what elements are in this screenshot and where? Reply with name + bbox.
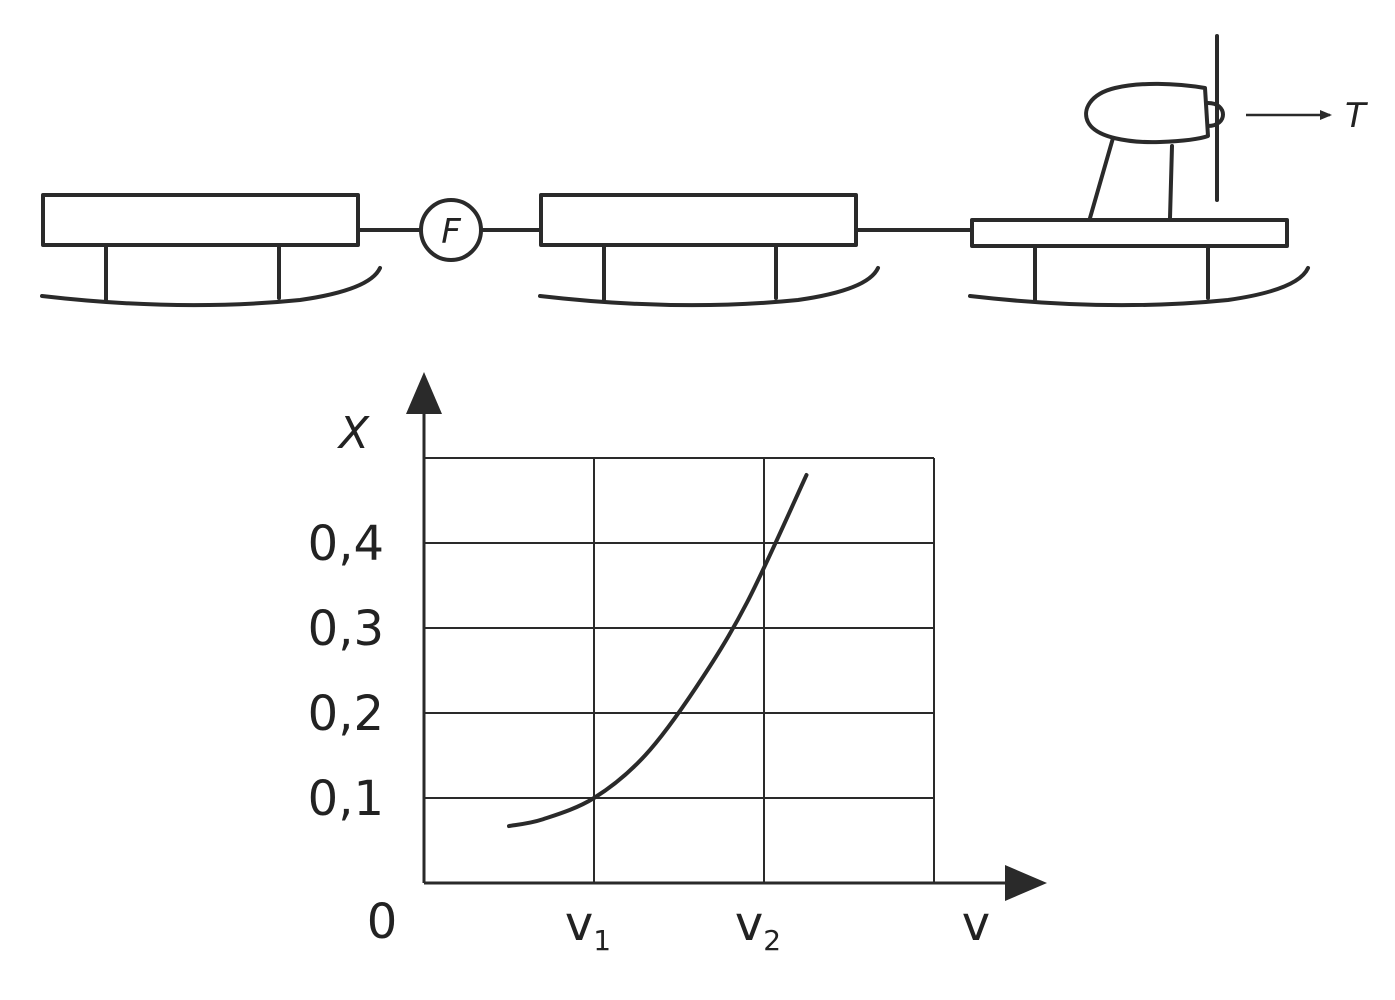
y-tick-label: 0,2 bbox=[308, 686, 384, 742]
thrust-label: T bbox=[1345, 96, 1368, 136]
car-1-runner bbox=[40, 266, 382, 308]
origin-label: 0 bbox=[367, 894, 398, 950]
y-tick-label: 0,3 bbox=[308, 601, 384, 657]
lead-vehicle-platform bbox=[970, 218, 1289, 248]
y-axis-label: X bbox=[337, 408, 370, 459]
x-axis-arrowhead bbox=[1005, 865, 1047, 901]
propeller-hub bbox=[1206, 101, 1225, 128]
x-tick-label: v2 bbox=[735, 896, 781, 957]
car-2-body bbox=[539, 193, 858, 247]
chart-series bbox=[507, 473, 809, 829]
chart-axes bbox=[406, 372, 1047, 901]
car-1 bbox=[40, 193, 382, 308]
car-2 bbox=[538, 193, 880, 308]
x-tick-label: v1 bbox=[565, 896, 611, 957]
engine-pylon-rear bbox=[1168, 144, 1174, 220]
engine-nacelle bbox=[1084, 81, 1210, 145]
x-tick-label-subscript: 2 bbox=[763, 924, 781, 957]
force-label: F bbox=[441, 212, 461, 252]
force-coupling: F bbox=[356, 198, 543, 262]
x-axis-label: v bbox=[962, 896, 990, 952]
lead-vehicle: T bbox=[968, 34, 1368, 308]
car-2-runner bbox=[538, 266, 880, 308]
series-curve bbox=[507, 473, 809, 829]
vehicle-train-diagram: F T bbox=[40, 34, 1368, 308]
x-tick-label-subscript: 1 bbox=[593, 924, 611, 957]
engine-pylon-front bbox=[1088, 136, 1115, 220]
y-tick-label: 0,4 bbox=[308, 516, 384, 572]
y-tick-label: 0,1 bbox=[308, 771, 384, 827]
y-axis-arrowhead bbox=[406, 372, 442, 414]
car-1-body bbox=[41, 193, 360, 247]
lead-vehicle-runner bbox=[968, 266, 1310, 308]
x-tick-label-base: v bbox=[565, 896, 593, 952]
chart-grid bbox=[424, 457, 935, 883]
x-tick-label-base: v bbox=[735, 896, 763, 952]
